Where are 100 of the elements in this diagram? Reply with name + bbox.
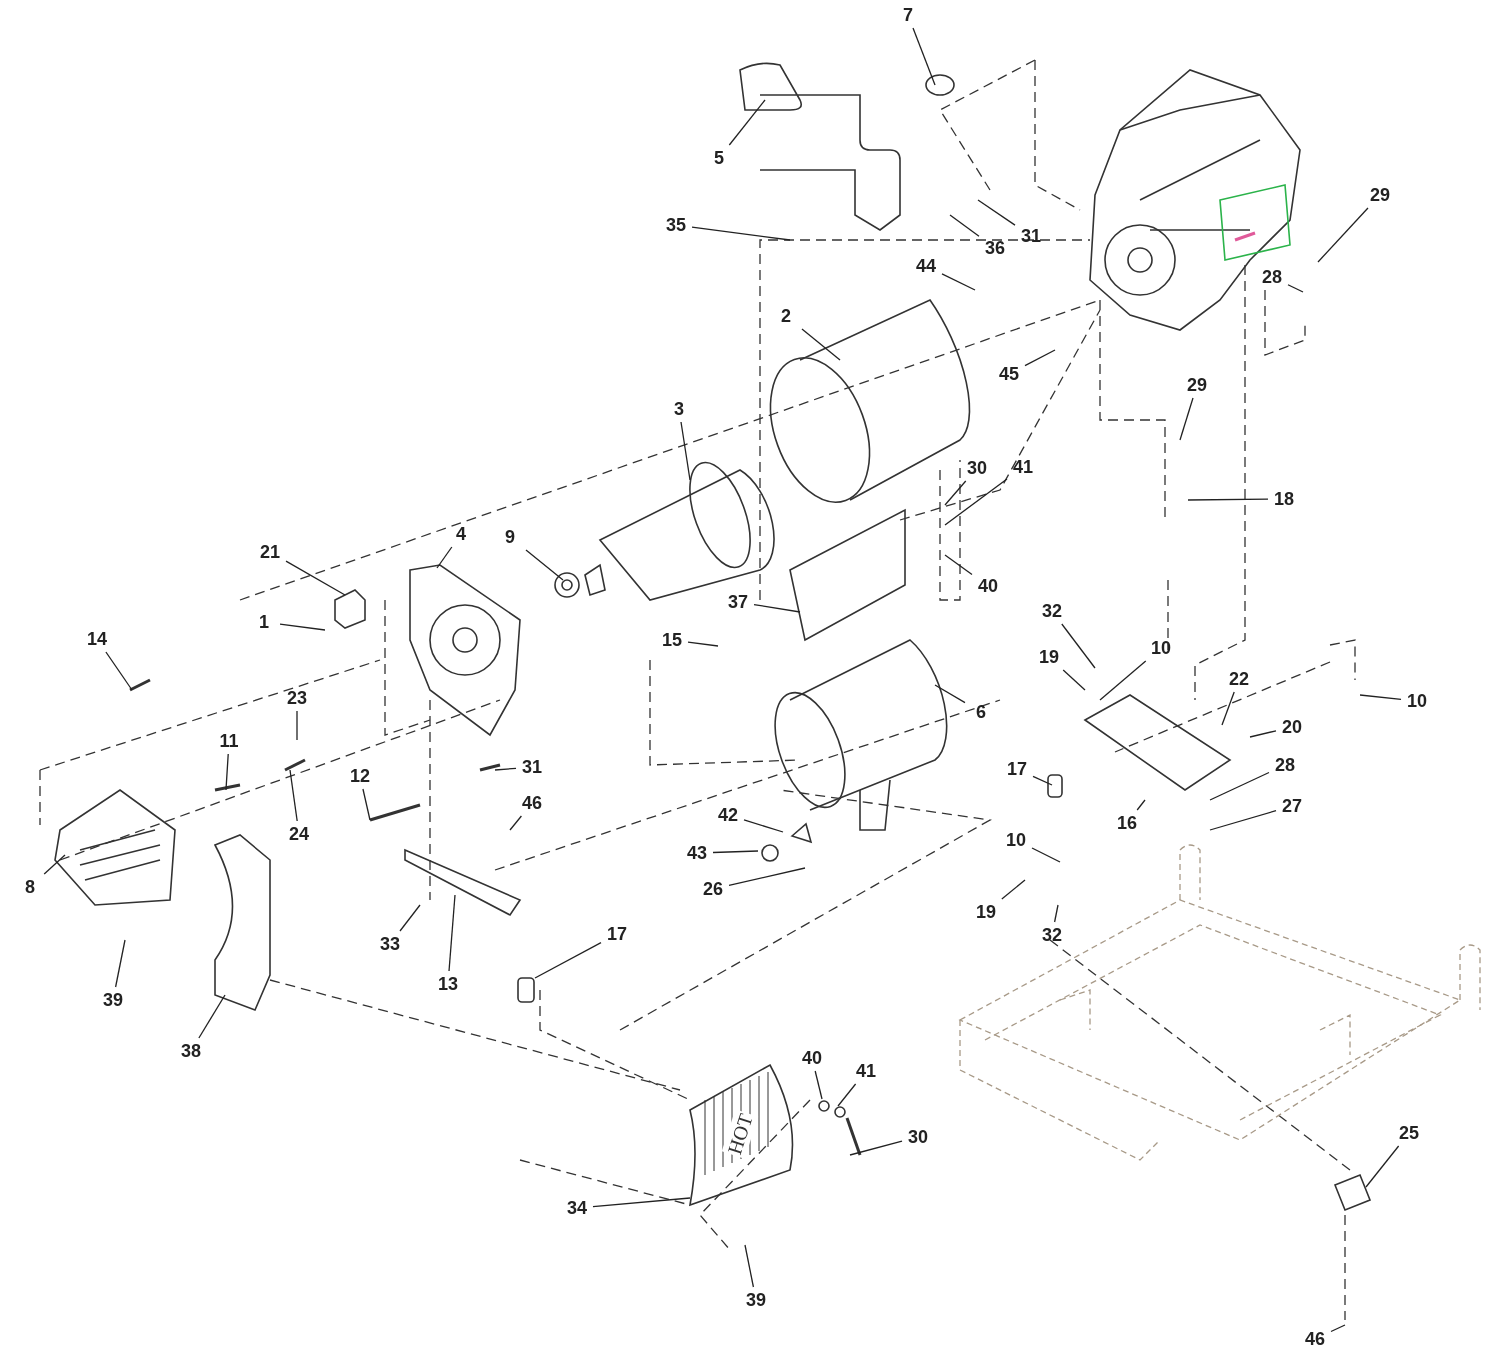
leader-line [1061, 623, 1096, 669]
callout-number: 24 [288, 824, 310, 844]
callout-number: 33 [379, 934, 401, 954]
leader-line [712, 850, 759, 854]
callout-number: 45 [998, 364, 1020, 384]
callout-number: 12 [349, 766, 371, 786]
leader-line [105, 651, 133, 691]
leader-line [1317, 207, 1369, 263]
leader-line [296, 710, 298, 741]
leader-line [687, 641, 719, 647]
leader-line [680, 421, 691, 481]
callout-number: 22 [1228, 669, 1250, 689]
callout-number: 37 [727, 592, 749, 612]
callout-number: 31 [1020, 226, 1042, 246]
leader-line [448, 894, 456, 972]
callout-number: 14 [86, 629, 108, 649]
callout-number: 18 [1273, 489, 1295, 509]
leader-line [1209, 810, 1277, 831]
leader-line [1053, 904, 1059, 923]
callout-number: 46 [521, 793, 543, 813]
callout-number: 3 [673, 399, 685, 419]
leader-line [289, 769, 298, 822]
leader-line [944, 478, 1008, 526]
callout-number: 9 [504, 527, 516, 547]
leader-line [1062, 669, 1086, 691]
leader-line [592, 1197, 691, 1208]
callout-number: 1 [258, 612, 270, 632]
callout-number: 40 [977, 576, 999, 596]
callout-number: 32 [1041, 601, 1063, 621]
callout-number: 41 [855, 1061, 877, 1081]
callout-number: 38 [180, 1041, 202, 1061]
leader-line [944, 554, 973, 576]
leader-line [1032, 775, 1053, 786]
leader-line [1209, 771, 1270, 801]
leader-line [941, 273, 976, 291]
leader-line [977, 199, 1016, 226]
callout-number: 39 [745, 1290, 767, 1310]
callout-number: 19 [975, 902, 997, 922]
callout-number: 46 [1304, 1329, 1326, 1349]
leader-line [1359, 694, 1402, 700]
leader-line [728, 99, 766, 146]
callout-number: 40 [801, 1048, 823, 1068]
leader-line [1031, 847, 1061, 863]
callout-number: 27 [1281, 796, 1303, 816]
warning-text: HOT [721, 1109, 759, 1159]
leader-line [1221, 691, 1235, 726]
callout-number: 31 [521, 757, 543, 777]
leader-line [1287, 284, 1304, 293]
callout-number: 30 [907, 1127, 929, 1147]
leader-line [744, 1244, 755, 1288]
leader-line [436, 546, 453, 569]
callout-number: 10 [1150, 638, 1172, 658]
callout-number: 5 [713, 148, 725, 168]
callout-number: 4 [455, 524, 467, 544]
leader-line [837, 1083, 857, 1107]
callout-number: 8 [24, 877, 36, 897]
leader-line [534, 941, 602, 979]
callout-number: 25 [1398, 1123, 1420, 1143]
leader-line [285, 560, 346, 596]
leader-line [1136, 799, 1146, 811]
callout-number: 20 [1281, 717, 1303, 737]
callout-number: 39 [102, 990, 124, 1010]
leader-line [225, 753, 229, 791]
leader-line [494, 767, 517, 771]
leader-line [198, 994, 226, 1039]
leader-line [525, 549, 564, 581]
leader-line [743, 819, 784, 833]
callout-number: 26 [702, 879, 724, 899]
leader-line [43, 854, 66, 875]
callout-number: 19 [1038, 647, 1060, 667]
leader-line [814, 1070, 823, 1100]
leader-line [912, 27, 936, 86]
leader-line [399, 904, 421, 932]
leader-line [1179, 397, 1194, 441]
callout-number: 13 [437, 974, 459, 994]
callout-number: 21 [259, 542, 281, 562]
callout-number: 17 [1006, 759, 1028, 779]
callout-number: 11 [218, 731, 240, 751]
leader-line [509, 815, 523, 831]
callout-number: 35 [665, 215, 687, 235]
leader-line [934, 684, 966, 704]
callout-number: 17 [606, 924, 628, 944]
callout-number: 43 [686, 843, 708, 863]
callout-number: 2 [780, 306, 792, 326]
leader-line [753, 603, 801, 613]
callout-number: 42 [717, 805, 739, 825]
leader-line [1365, 1145, 1400, 1188]
callout-number: 10 [1005, 830, 1027, 850]
callout-number: 36 [984, 238, 1006, 258]
callout-number: 41 [1012, 457, 1034, 477]
callout-number: 6 [975, 702, 987, 722]
callout-number: 32 [1041, 925, 1063, 945]
callout-number: 29 [1186, 375, 1208, 395]
leader-line [801, 328, 841, 361]
callout-number: 10 [1406, 691, 1428, 711]
leader-line [728, 867, 806, 886]
callout-number: 16 [1116, 813, 1138, 833]
leader-line [1024, 349, 1056, 367]
callout-number: 29 [1369, 185, 1391, 205]
callout-number: 28 [1274, 755, 1296, 775]
